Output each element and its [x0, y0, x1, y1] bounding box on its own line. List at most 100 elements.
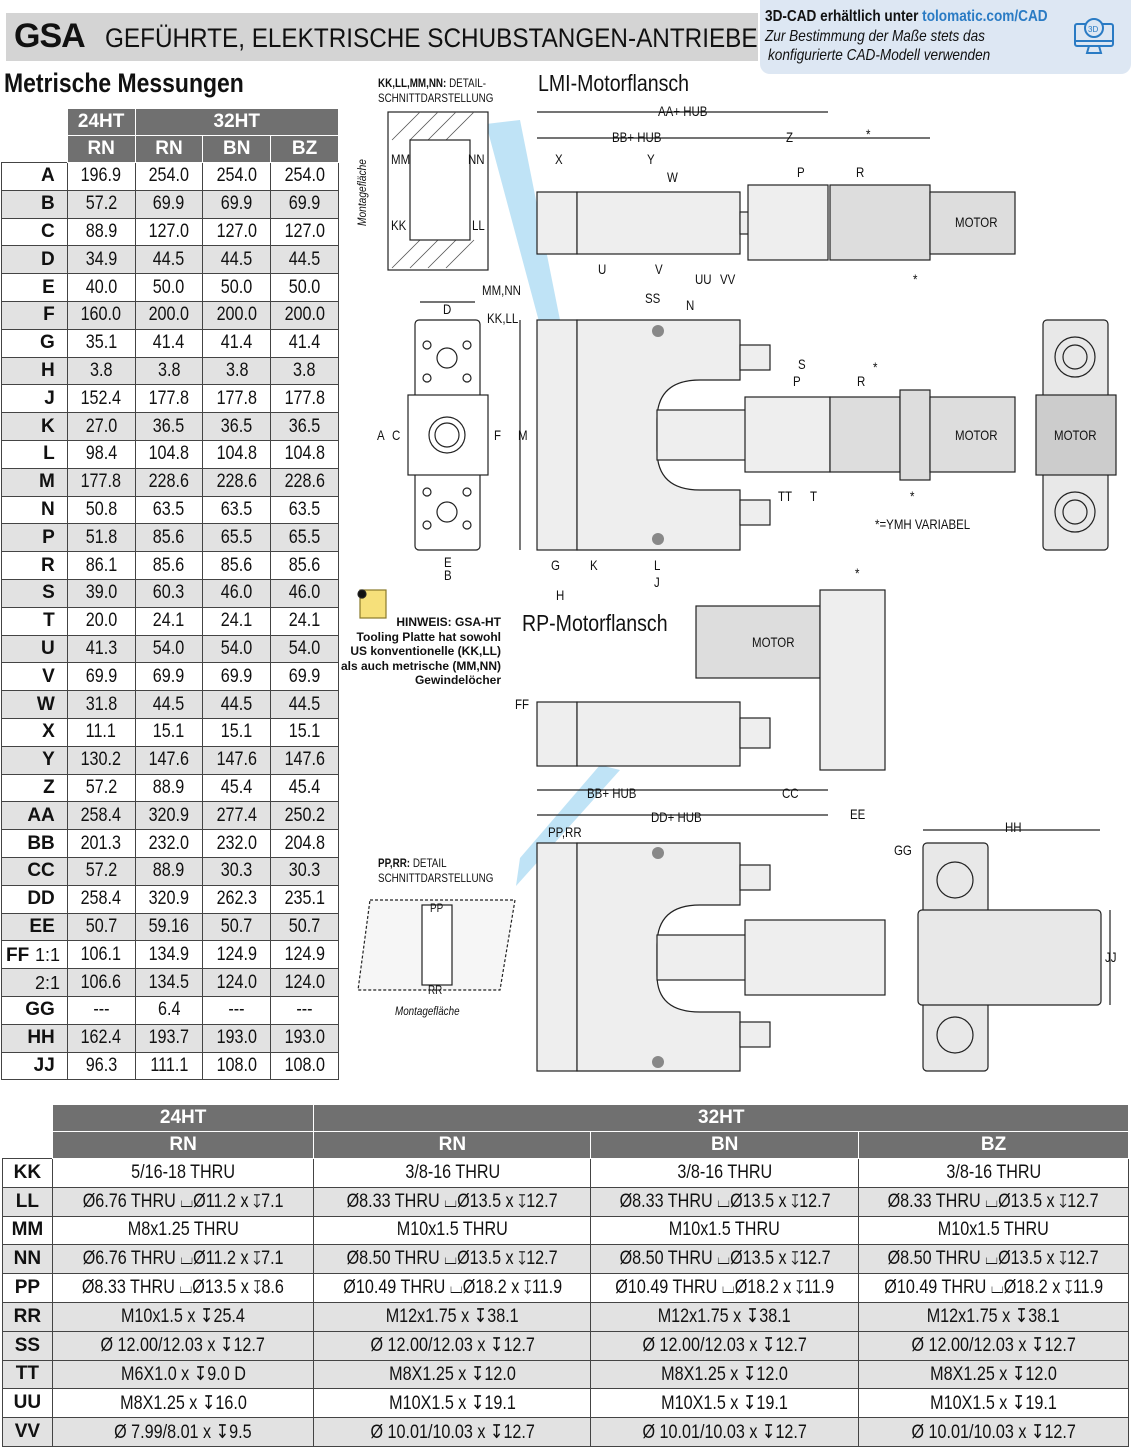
row-label: VV	[2, 1417, 53, 1447]
table-cell: 228.6	[134, 467, 204, 497]
cell-value: M12x1.75 x ↧38.1	[927, 1306, 1061, 1328]
table-cell: 127.0	[270, 217, 339, 247]
column-header: BN	[202, 135, 272, 163]
cell-value: 44.5	[153, 248, 185, 270]
cell-value: 254.0	[148, 165, 190, 187]
table-cell: Ø10.49 THRU ⌴Ø18.2 x ↧11.9	[858, 1273, 1129, 1303]
cell-value: 258.4	[80, 888, 122, 910]
cell-value: 193.0	[284, 1027, 325, 1049]
column-header: RN	[134, 135, 204, 163]
corner-cell	[1, 108, 68, 136]
cell-value: 193.0	[216, 1027, 257, 1049]
cell-value: 50.8	[85, 498, 117, 520]
cell-value: M12x1.75 x ↧38.1	[385, 1306, 519, 1328]
cell-value: Ø 12.00/12.03 x ↧12.7	[100, 1335, 266, 1357]
cell-value: M10X1.5 x ↧19.1	[930, 1392, 1057, 1414]
table-cell: 44.5	[270, 690, 339, 719]
cell-value: 41.4	[288, 332, 321, 354]
cell-value: 124.0	[284, 971, 325, 993]
cell-value: 177.8	[80, 471, 122, 493]
table-cell: 30.3	[202, 856, 272, 886]
cell-value: 85.6	[221, 554, 253, 576]
cell-value: 41.3	[85, 637, 117, 659]
table-cell: 15.1	[202, 717, 272, 747]
row-label: UU	[2, 1388, 53, 1419]
table-cell: M8X1.25 x ↧12.0	[858, 1359, 1129, 1390]
dim-hh: HH	[1005, 819, 1022, 835]
dim-aa: AA+ HUB	[658, 103, 708, 119]
group-header: 32HT	[134, 108, 340, 136]
cell-value: M10x1.5 x ↧25.4	[121, 1306, 246, 1328]
cell-value: 147.6	[148, 749, 190, 771]
cell-value: 200.0	[216, 304, 257, 326]
dim-d: D	[443, 301, 452, 317]
table-cell: M8X1.25 x ↧12.0	[590, 1359, 860, 1390]
cell-value: 127.0	[148, 220, 190, 242]
cell-value: 6.4	[157, 999, 181, 1021]
row-label: DD	[1, 884, 68, 914]
cell-value: 50.0	[221, 276, 253, 298]
row-label: U	[1, 634, 68, 664]
table-cell: 20.0	[66, 606, 136, 636]
cell-value: 88.9	[85, 220, 117, 242]
cell-value: 63.5	[288, 498, 321, 520]
cell-value: 36.5	[153, 415, 185, 437]
table-cell: M8X1.25 x ↧16.0	[51, 1388, 315, 1419]
table-cell: 36.5	[270, 412, 339, 441]
cell-value: Ø8.33 THRU ⌴Ø13.5 x ↧12.7	[888, 1190, 1100, 1212]
detail2-text: DETAIL	[410, 856, 447, 870]
dim-n: N	[686, 297, 695, 313]
cell-value: 228.6	[216, 471, 257, 493]
dim-w: W	[667, 169, 678, 185]
cell-value: 106.6	[80, 971, 122, 993]
cell-value: 3.8	[293, 359, 316, 381]
cell-value: Ø8.50 THRU ⌴Ø13.5 x ↧12.7	[888, 1248, 1100, 1270]
table-cell: Ø8.50 THRU ⌴Ø13.5 x ↧12.7	[313, 1244, 592, 1275]
group-header: 32HT	[313, 1104, 1129, 1132]
dim-b: B	[444, 567, 452, 583]
table-cell: 106.6	[66, 968, 136, 997]
table-cell: 134.9	[134, 940, 204, 970]
cell-value: 69.9	[221, 193, 253, 215]
row-label: GG	[1, 995, 68, 1025]
cell-value: Ø 10.01/10.03 x ↧12.7	[642, 1421, 807, 1443]
dim-bb: BB+ HUB	[587, 785, 637, 801]
cell-value: 54.0	[221, 637, 253, 659]
cell-value: 50.7	[288, 915, 321, 937]
cell-value: M10x1.5 THRU	[938, 1219, 1050, 1241]
detail1-bold: KK,LL,MM,NN:	[378, 76, 447, 90]
table-cell: Ø 12.00/12.03 x ↧12.7	[858, 1330, 1129, 1361]
cell-value: 57.2	[85, 776, 117, 798]
table-cell: 106.1	[66, 940, 136, 970]
cell-value: 254.0	[284, 165, 325, 187]
cell-value: 250.2	[284, 804, 325, 826]
cell-value: 104.8	[148, 443, 190, 465]
variable-star: *	[873, 359, 878, 375]
dim-l: L	[654, 557, 661, 573]
cell-value: M6X1.0 x ↧9.0 D	[120, 1363, 246, 1385]
cell-value: 124.9	[216, 943, 257, 965]
table-cell: 50.7	[66, 912, 136, 942]
cad-link[interactable]: tolomatic.com/CAD	[922, 8, 1048, 25]
dim-ss: SS	[645, 290, 661, 306]
table-cell: Ø8.33 THRU ⌴Ø13.5 x ↧12.7	[858, 1186, 1129, 1217]
table-cell: 46.0	[270, 578, 339, 608]
cell-value: 57.2	[85, 193, 117, 215]
dim-kk-ll: KK,LL	[487, 310, 519, 326]
cell-value: 63.5	[153, 498, 185, 520]
cell-value: 320.9	[148, 888, 190, 910]
column-header: RN	[313, 1131, 592, 1159]
cell-value: M8X1.25 x ↧16.0	[119, 1392, 247, 1414]
row-label: AA	[1, 801, 68, 831]
cell-value: 46.0	[221, 582, 253, 604]
table-cell: 204.8	[270, 829, 339, 858]
